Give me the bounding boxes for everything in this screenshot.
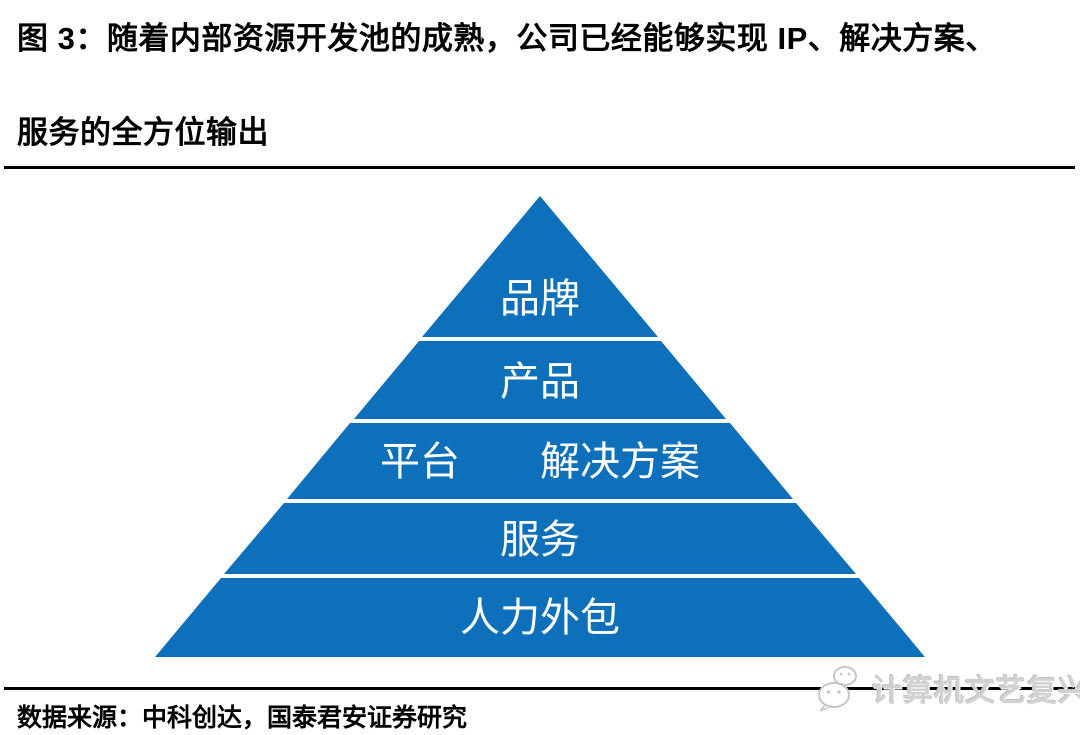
- watermark-text: 计算机文艺复兴: [872, 675, 1080, 708]
- pyramid-label-brand: 品牌: [500, 276, 580, 322]
- figure-title-line2: 服务的全方位输出: [17, 115, 269, 150]
- wechat-icon: [818, 666, 857, 712]
- pyramid-layer-platform-solution: [287, 423, 793, 499]
- top-divider: [4, 166, 1075, 169]
- watermark: 计算机文艺复兴: [812, 662, 1080, 714]
- figure-title-line1: 图 3：随着内部资源开发池的成熟，公司已经能够实现 IP、解决方案、: [17, 21, 997, 56]
- pyramid-label-product: 产品: [500, 359, 580, 405]
- pyramid-label-service: 服务: [500, 517, 580, 563]
- bottom-divider: [4, 687, 1075, 690]
- pyramid-label-outsourcing: 人力外包: [460, 595, 620, 641]
- source-note: 数据来源：中科创达，国泰君安证券研究: [17, 704, 468, 732]
- pyramid-layer-service: [224, 503, 856, 574]
- pyramid-label-platform-solution: 平台 解决方案: [380, 439, 700, 485]
- pyramid-layer-product: [354, 341, 726, 419]
- pyramid-layer-outsourcing: [155, 578, 925, 657]
- pyramid-layer-brand: [422, 196, 658, 337]
